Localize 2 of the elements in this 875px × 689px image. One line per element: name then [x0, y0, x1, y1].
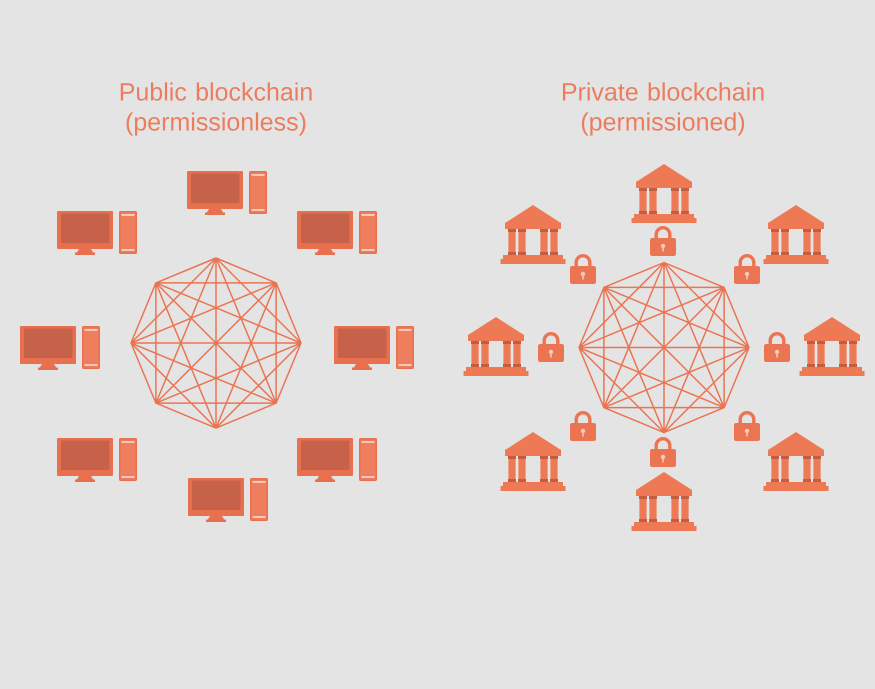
heading: Private blockchain (permissioned) [562, 82, 764, 136]
heading: Public blockchain (permissionless) [120, 82, 312, 136]
